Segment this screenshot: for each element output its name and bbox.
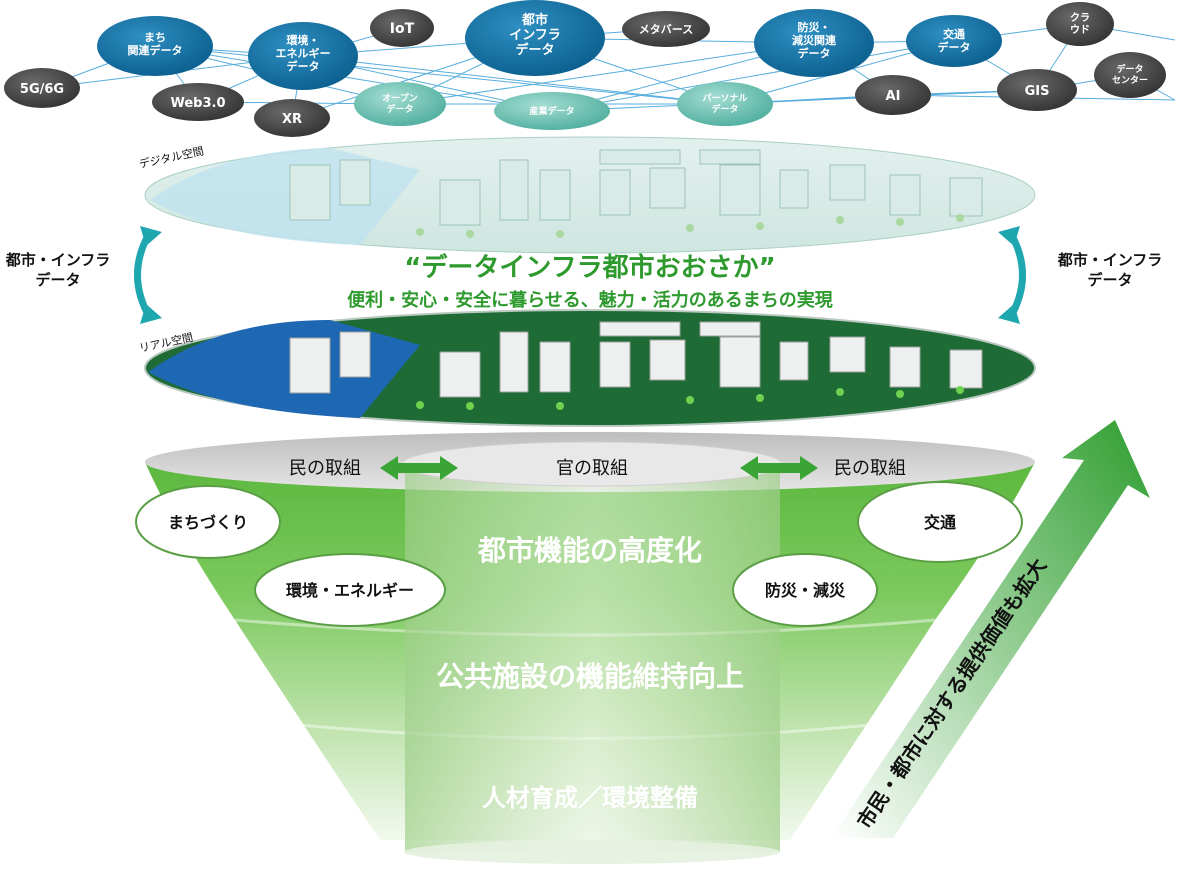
slogan-subtitle: 便利・安心・安全に暮らせる、魅力・活力のあるまちの実現 [347,289,833,311]
node-env-data: 環境・エネルギーデータ [248,22,358,90]
bubble-koutsu: 交通 [857,481,1023,563]
left-private-label: 民の取組 [289,458,361,479]
node-personal-label: パーソナルデータ [702,92,747,115]
bubble-bousai: 防災・減災 [732,553,878,627]
sync-right: 都市・インフラデータ [998,226,1162,324]
bubble-kankyo-label: 環境・エネルギー [286,581,414,600]
digital-city-blocks [289,149,983,226]
right-private-label: 民の取組 [834,458,906,479]
node-iot-label: IoT [390,21,415,37]
real-trees [416,386,964,410]
tier-2-label: 公共施設の機能維持向上 [436,660,744,693]
bubble-koutsu-label: 交通 [924,513,956,532]
digital-trees [416,214,964,238]
node-5g6g: 5G/6G [4,68,80,108]
node-machi-data: まち関連データ [97,16,213,76]
node-gis-label: GIS [1025,84,1050,99]
real-city-blocks [289,321,983,398]
node-personal-data: パーソナルデータ [677,82,773,126]
sync-left: 都市・インフラデータ [5,226,162,324]
node-koutsu-data: 交通データ [906,15,1002,67]
node-web3-label: Web3.0 [170,96,225,111]
tier-1-label: 都市機能の高度化 [477,534,702,567]
exchange-arrow-left [380,456,458,480]
bubble-machizukuri-label: まちづくり [168,513,248,532]
node-sangyo-data: 産業データ [494,92,610,130]
bubble-bousai-label: 防災・減災 [765,581,846,600]
digital-space-label: デジタル空間 [138,144,205,171]
bubble-machizukuri: まちづくり [135,485,281,559]
node-ai: AI [855,75,931,115]
node-env-label: 環境・エネルギーデータ [276,33,331,73]
sync-right-label: 都市・インフラデータ [1057,251,1163,289]
node-metaverse-label: メタバース [639,23,693,36]
tier-3-label: 人材育成／環境整備 [482,784,698,812]
node-xr: XR [254,99,330,137]
node-datacenter-label: データセンター [1112,63,1148,86]
node-sangyo-label: 産業データ [529,105,574,117]
node-5g-label: 5G/6G [20,82,64,97]
node-bousai-label: 防災・減災関連データ [792,20,837,60]
node-cloud-label: クラウド [1070,12,1090,36]
node-metaverse: メタバース [622,11,710,47]
node-iot: IoT [370,9,434,47]
node-gis: GIS [997,69,1077,111]
sector-labels: 民の取組 官の取組 民の取組 [289,458,906,479]
bubble-kankyo: 環境・エネルギー [254,553,446,627]
node-datacenter: データセンター [1094,52,1166,98]
public-label: 官の取組 [556,458,628,479]
slogan-title: “データインフラ都市おおさか” [404,252,775,283]
node-bousai-data: 防災・減災関連データ [754,9,874,77]
exchange-arrow-right [740,456,818,480]
node-open-label: オープンデータ [382,92,417,115]
slogan: “データインフラ都市おおさか” 便利・安心・安全に暮らせる、魅力・活力のあるまち… [347,252,833,311]
network-nodes: まち関連データ 環境・エネルギーデータ IoT 都市インフラデータ メタバース … [4,0,1166,137]
node-toshi-infra-data: 都市インフラデータ [465,0,605,76]
real-space-layer: リアル空間 [138,309,1036,427]
function-bubbles: まちづくり 環境・エネルギー 交通 防災・減災 [135,481,1023,627]
node-open-data: オープンデータ [354,82,446,126]
digital-space-layer: デジタル空間 [138,136,1036,254]
sync-left-label: 都市・インフラデータ [5,251,111,289]
node-ai-label: AI [886,89,901,104]
node-toshi-label: 都市インフラデータ [509,12,561,58]
node-koutsu-label: 交通データ [938,27,971,54]
node-machi-label: まち関連データ [128,31,183,57]
node-web3: Web3.0 [152,83,244,121]
funnel-tiers: 都市機能の高度化 公共施設の機能維持向上 人材育成／環境整備 [436,534,744,812]
node-xr-label: XR [282,112,302,127]
node-cloud: クラウド [1046,2,1114,46]
